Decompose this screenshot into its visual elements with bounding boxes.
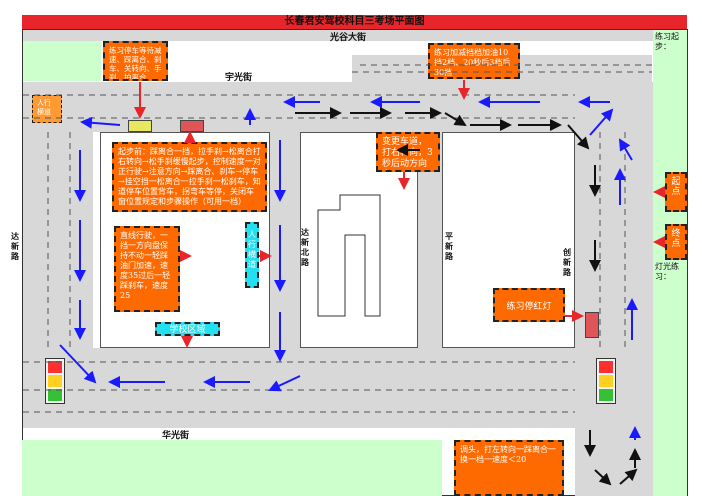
practice-course (317, 194, 381, 317)
note-start-point: 起点 (665, 172, 687, 212)
street-label-yuguang: 宇光街 (225, 73, 253, 83)
diagram-title: 长春君安驾校科目三考场平面图 (22, 15, 687, 29)
light-yellow-icon (599, 375, 613, 387)
street-label-huaguang: 华光街 (162, 431, 190, 441)
green-area-right-strip (653, 30, 687, 496)
side-note-start-practice: 练习起步： (655, 32, 679, 51)
note-u-turn: 调头，打左转向一踩离合一换一档一速度＜20 (454, 440, 564, 496)
side-note-light-practice: 灯光练习： (655, 262, 679, 281)
note-pedestrian: 人行横道 (245, 222, 259, 288)
vehicle-yellow (128, 120, 152, 132)
light-green-icon (48, 389, 62, 401)
note-school-zone: 学校区域 (155, 322, 220, 336)
road-huaguang (23, 348, 653, 428)
street-label-ping: 平新路 (445, 232, 453, 261)
top-main-street (23, 30, 653, 41)
red-connector-arrows (134, 80, 665, 348)
green-area-top-left (23, 41, 101, 81)
note-straight: 直线行驶，一挡一方向盘保持不动一轻踩油门加速，速度35过后一轻踩刹车，速度25 (114, 226, 180, 312)
road-left (23, 132, 93, 350)
street-label-middle: 达新北路 (301, 228, 309, 267)
traffic-light-right (596, 358, 616, 404)
green-area-bottom (22, 440, 442, 496)
note-stop-pull-over: 练习停车等待减速、踩离合、刹车、关转向、手刹、拍离合 (103, 41, 168, 81)
light-yellow-icon (48, 375, 62, 387)
note-practice-light: 练习停红灯 (493, 288, 565, 322)
blue-route-arrows (59, 96, 641, 440)
lane-markings (23, 64, 652, 413)
light-red-icon (48, 361, 62, 373)
vehicle-red-right (585, 312, 599, 338)
note-gear-change: 练习加减挡档加油10挡2档、20秒后3档后30挡 (428, 43, 520, 79)
note-start-steps: 起步前：踩离合一挡，拉手刹→松离合打右转向→松手刹缓慢起步，控制速度一对正行驶→… (112, 142, 267, 212)
street-label-right: 创新路 (563, 248, 571, 277)
note-end-point: 终点 (665, 224, 687, 260)
light-green-icon (599, 389, 613, 401)
light-red-icon (599, 361, 613, 373)
traffic-light-left (45, 358, 65, 404)
street-label-left: 达新路 (11, 232, 19, 261)
street-label-top-main: 光谷大街 (330, 33, 367, 43)
black-route-arrows (295, 107, 641, 486)
